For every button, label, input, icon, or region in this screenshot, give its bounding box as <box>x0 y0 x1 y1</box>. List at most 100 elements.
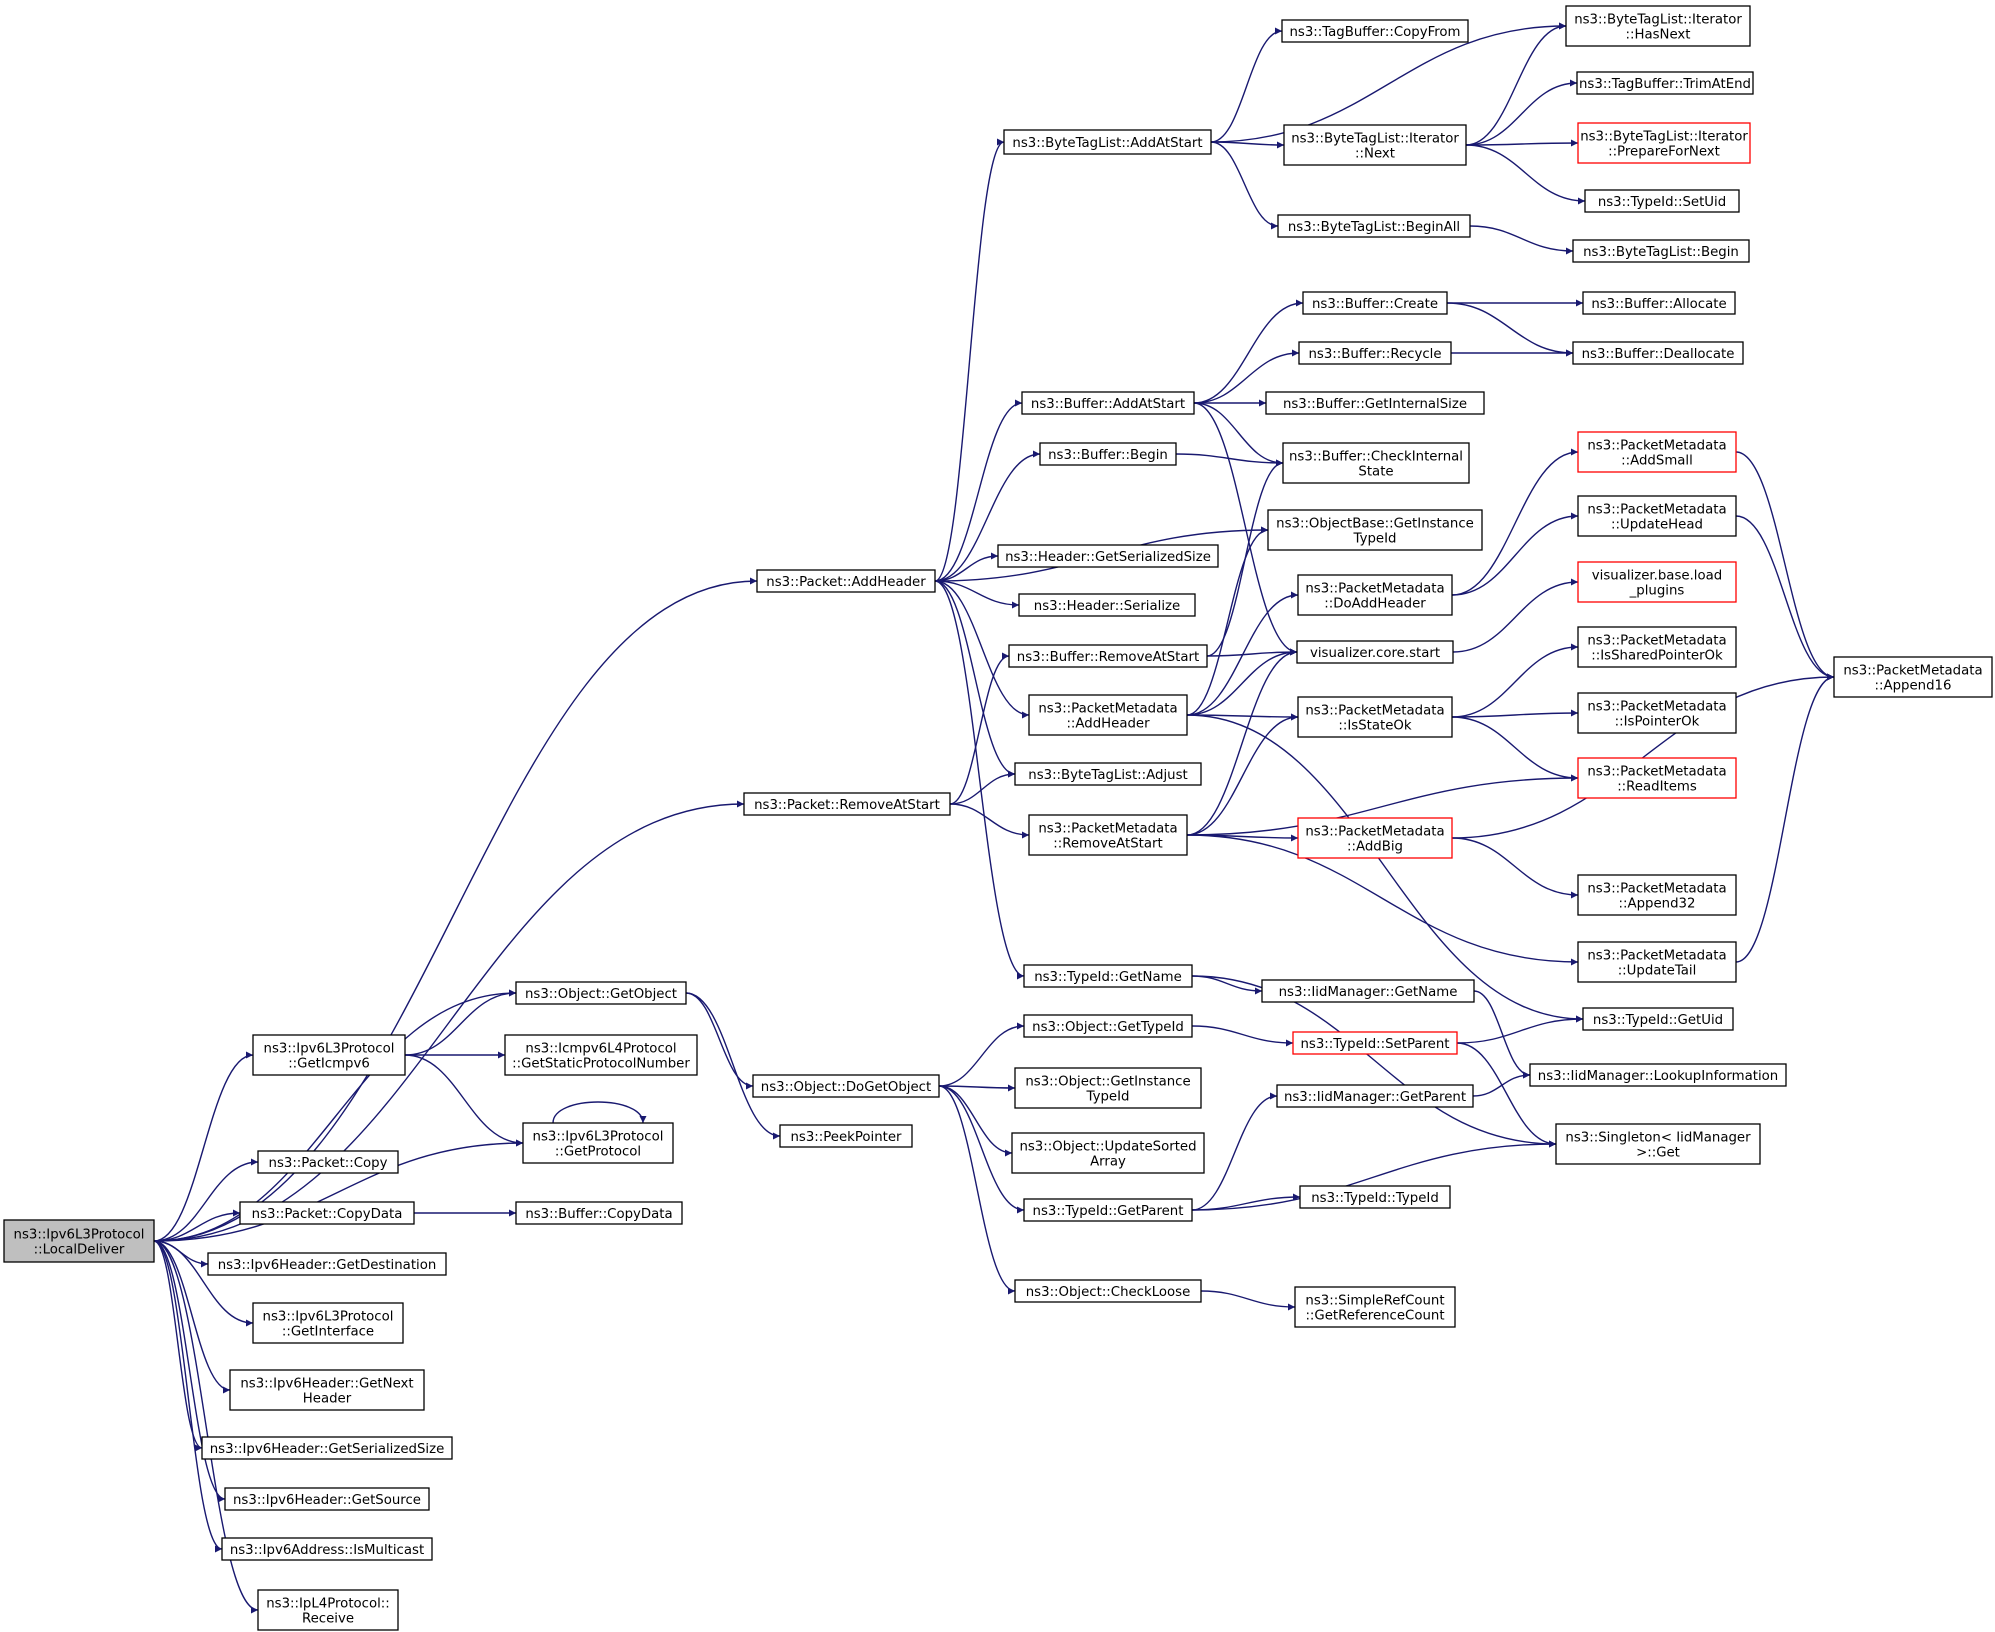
node-label-line: ns3::TypeId::GetUid <box>1593 1013 1723 1028</box>
edge-tidgetparent-to-iidgetparent <box>1191 1092 1278 1211</box>
node-getobject[interactable]: ns3::Object::GetObject <box>515 981 687 1005</box>
node-pcopydata[interactable]: ns3::Packet::CopyData <box>239 1201 415 1225</box>
node-box <box>1297 574 1453 616</box>
node-refcount[interactable]: ns3::SimpleRefCount::GetReferenceCount <box>1294 1286 1456 1328</box>
edge-itnext-to-ithasnext <box>1465 22 1567 146</box>
node-pmdoaddheader[interactable]: ns3::PacketMetadata::DoAddHeader <box>1297 574 1453 616</box>
node-objcheckloose[interactable]: ns3::Object::CheckLoose <box>1014 1279 1202 1303</box>
node-box <box>1261 979 1475 1003</box>
node-getsource[interactable]: ns3::Ipv6Header::GetSource <box>224 1487 430 1511</box>
node-pmremovestart[interactable]: ns3::PacketMetadata::RemoveAtStart <box>1028 814 1188 856</box>
node-pmappend32[interactable]: ns3::PacketMetadata::Append32 <box>1577 874 1737 916</box>
node-pmreaditems[interactable]: ns3::PacketMetadata::ReadItems <box>1577 757 1737 799</box>
edge-root-to-removeatstart <box>153 800 745 1242</box>
edge-pmisstateok-to-pmispointerok <box>1451 709 1579 718</box>
node-bufallocate[interactable]: ns3::Buffer::Allocate <box>1582 291 1736 315</box>
node-ithasnext[interactable]: ns3::ByteTagList::Iterator::HasNext <box>1565 5 1751 47</box>
node-label-line: ns3::Packet::Copy <box>269 1156 388 1171</box>
node-ismulticast[interactable]: ns3::Ipv6Address::IsMulticast <box>221 1537 433 1561</box>
node-tidsetparent[interactable]: ns3::TypeId::SetParent <box>1292 1031 1458 1055</box>
edge-bufaddstart-to-bufcreate <box>1193 299 1304 404</box>
node-bufrecycle[interactable]: ns3::Buffer::Recycle <box>1298 341 1452 365</box>
node-bufcopydata[interactable]: ns3::Buffer::CopyData <box>515 1201 683 1225</box>
node-viscorestart[interactable]: visualizer.core.start <box>1296 640 1454 664</box>
node-iidgetparent[interactable]: ns3::IidManager::GetParent <box>1276 1084 1474 1108</box>
node-hdrsersize[interactable]: ns3::Header::GetSerializedSize <box>997 544 1219 568</box>
node-h6size[interactable]: ns3::Ipv6Header::GetSerializedSize <box>201 1436 453 1460</box>
node-visload[interactable]: visualizer.base.load_plugins <box>1577 561 1737 603</box>
node-addheader[interactable]: ns3::Packet::AddHeader <box>756 569 936 593</box>
node-label-line: ns3::Buffer::Deallocate <box>1582 347 1735 362</box>
node-pmupdatetail[interactable]: ns3::PacketMetadata::UpdateTail <box>1577 941 1737 983</box>
edge-tidgetparent-to-tidtypeid <box>1191 1193 1301 1211</box>
node-pmaddsmall[interactable]: ns3::PacketMetadata::AddSmall <box>1577 431 1737 473</box>
node-box <box>1282 442 1470 484</box>
node-getprotocol[interactable]: ns3::Ipv6L3Protocol::GetProtocol <box>522 1122 674 1164</box>
node-label-line: ns3::Packet::RemoveAtStart <box>754 798 940 813</box>
node-removeatstart[interactable]: ns3::Packet::RemoveAtStart <box>743 792 951 816</box>
edge-bytetagaddstart-to-tagcopyfrom <box>1210 27 1283 143</box>
node-bytetagaddstart[interactable]: ns3::ByteTagList::AddAtStart <box>1003 129 1212 155</box>
node-pmispointerok[interactable]: ns3::PacketMetadata::IsPointerOk <box>1577 692 1737 734</box>
node-bufintsize[interactable]: ns3::Buffer::GetInternalSize <box>1265 391 1485 415</box>
node-bufaddstart[interactable]: ns3::Buffer::AddAtStart <box>1021 391 1195 415</box>
node-box <box>1577 122 1751 164</box>
node-getdest[interactable]: ns3::Ipv6Header::GetDestination <box>207 1252 447 1276</box>
edge-addheader-to-tidgetname <box>934 580 1025 980</box>
node-tagcopyfrom[interactable]: ns3::TagBuffer::CopyFrom <box>1281 19 1469 43</box>
node-hdrserialize[interactable]: ns3::Header::Serialize <box>1018 593 1196 617</box>
node-pmappend16[interactable]: ns3::PacketMetadata::Append16 <box>1833 656 1993 698</box>
node-itnext[interactable]: ns3::ByteTagList::Iterator::Next <box>1283 124 1467 166</box>
node-tidgetparent[interactable]: ns3::TypeId::GetParent <box>1023 1198 1193 1222</box>
node-btladjust[interactable]: ns3::ByteTagList::Adjust <box>1014 762 1202 786</box>
node-label-line: ns3::ByteTagList::Iterator <box>1580 130 1748 145</box>
node-bufcreate[interactable]: ns3::Buffer::Create <box>1302 291 1448 315</box>
edge-pmaddsmall-to-pmappend16 <box>1735 451 1835 681</box>
node-pmissharedok[interactable]: ns3::PacketMetadata::IsSharedPointerOk <box>1577 626 1737 668</box>
node-icmpstatic[interactable]: ns3::Icmpv6L4Protocol::GetStaticProtocol… <box>504 1034 698 1076</box>
node-pcopy[interactable]: ns3::Packet::Copy <box>257 1150 399 1174</box>
node-geticmpv6[interactable]: ns3::Ipv6L3Protocol::GetIcmpv6 <box>252 1034 406 1076</box>
node-root[interactable]: ns3::Ipv6L3Protocol::LocalDeliver <box>3 1219 155 1263</box>
node-btlbegin[interactable]: ns3::ByteTagList::Begin <box>1572 239 1750 263</box>
node-bufbegin[interactable]: ns3::Buffer::Begin <box>1039 442 1177 466</box>
node-box <box>1572 239 1750 263</box>
node-bufremovestart[interactable]: ns3::Buffer::RemoveAtStart <box>1008 644 1208 668</box>
node-label-line: ::RemoveAtStart <box>1053 837 1162 852</box>
node-iidlookup[interactable]: ns3::IidManager::LookupInformation <box>1529 1063 1787 1087</box>
node-pmaddheader[interactable]: ns3::PacketMetadata::AddHeader <box>1028 694 1188 736</box>
node-itprepare[interactable]: ns3::ByteTagList::Iterator::PrepareForNe… <box>1577 122 1751 164</box>
node-box <box>1021 391 1195 415</box>
node-label-line: ::GetIcmpv6 <box>288 1057 370 1072</box>
node-tidgetuid[interactable]: ns3::TypeId::GetUid <box>1582 1007 1734 1031</box>
node-pmaddbig[interactable]: ns3::PacketMetadata::AddBig <box>1297 817 1453 859</box>
node-pmupdatehead[interactable]: ns3::PacketMetadata::UpdateHead <box>1577 495 1737 537</box>
node-singletonget[interactable]: ns3::Singleton< IidManager>::Get <box>1555 1123 1761 1165</box>
node-l4receive[interactable]: ns3::IpL4Protocol::Receive <box>257 1589 399 1631</box>
node-box <box>1833 656 1993 698</box>
node-objgettypeid[interactable]: ns3::Object::GetTypeId <box>1023 1014 1193 1038</box>
node-label-line: ns3::ObjectBase::GetInstance <box>1276 517 1474 532</box>
node-label-line: ns3::TypeId::TypeId <box>1311 1191 1439 1206</box>
node-tidgetname[interactable]: ns3::TypeId::GetName <box>1023 964 1193 988</box>
node-iidgetname[interactable]: ns3::IidManager::GetName <box>1261 979 1475 1003</box>
node-tagtrim[interactable]: ns3::TagBuffer::TrimAtEnd <box>1576 71 1754 95</box>
node-label-line: ns3::PacketMetadata <box>1587 700 1726 715</box>
node-tidsetuid[interactable]: ns3::TypeId::SetUid <box>1584 189 1740 213</box>
node-tidtypeid[interactable]: ns3::TypeId::TypeId <box>1299 1185 1451 1209</box>
node-label-line: ns3::Object::UpdateSorted <box>1019 1140 1196 1155</box>
node-bufdealloc[interactable]: ns3::Buffer::Deallocate <box>1572 341 1744 365</box>
node-label-line: ns3::Header::Serialize <box>1034 599 1180 614</box>
node-box <box>1267 509 1483 551</box>
node-beginall[interactable]: ns3::ByteTagList::BeginAll <box>1277 214 1471 238</box>
node-peekpointer[interactable]: ns3::PeekPointer <box>779 1124 913 1148</box>
node-box <box>1014 1067 1202 1109</box>
node-getiface[interactable]: ns3::Ipv6L3Protocol::GetInterface <box>252 1302 404 1344</box>
node-dogetobject[interactable]: ns3::Object::DoGetObject <box>752 1074 940 1098</box>
node-pmisstateok[interactable]: ns3::PacketMetadata::IsStateOk <box>1297 696 1453 738</box>
